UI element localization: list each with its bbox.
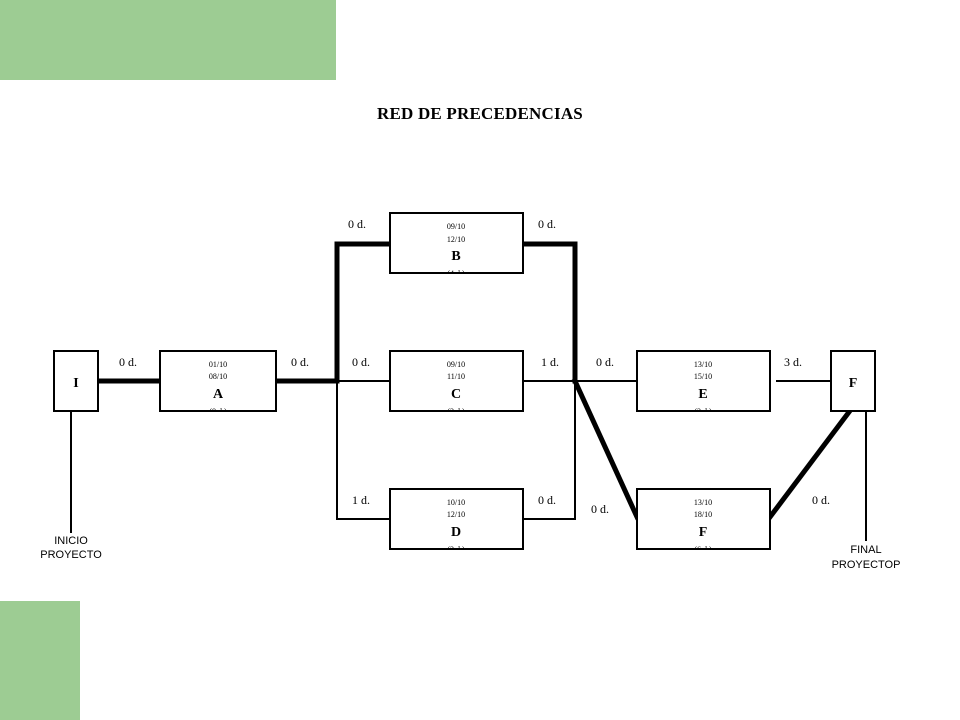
slack-label-e-in: 0 d. [596, 355, 614, 369]
slack-label-d-in: 1 d. [352, 493, 370, 507]
end-node-label: F [849, 376, 858, 391]
activity-d-start-date: 10/10 [447, 498, 465, 507]
activity-e-end-date: 15/10 [694, 372, 712, 381]
slack-label-f-out: 0 d. [812, 493, 830, 507]
activity-a-duration: (8 d.) [209, 407, 227, 416]
edge-merge-f [571, 377, 641, 521]
edge-a-d [336, 381, 390, 520]
activity-c-box [389, 350, 524, 412]
start-node-label: I [73, 376, 78, 391]
start-note-line1: INICIO [54, 535, 88, 547]
activity-d: 10/10 12/10 D (3 d.) [389, 488, 524, 554]
activity-a-name: A [213, 387, 224, 402]
activity-c-name: C [451, 387, 461, 402]
edge-f-end [766, 408, 853, 521]
activity-a-start-date: 01/10 [209, 360, 227, 369]
activity-d-end-date: 12/10 [447, 510, 465, 519]
activity-b-box [389, 212, 524, 274]
slack-label-b-in: 0 d. [348, 217, 366, 231]
diagram-title: RED DE PRECEDENCIAS [377, 104, 583, 123]
activity-b-duration: (4 d.) [447, 269, 465, 278]
slack-label-c-in: 0 d. [352, 355, 370, 369]
activity-a-end-date: 08/10 [209, 372, 227, 381]
end-note-line1: FINAL [850, 544, 881, 556]
activity-c-end-date: 11/10 [447, 372, 465, 381]
activity-d-box [389, 488, 524, 550]
activity-b-end-date: 12/10 [447, 235, 465, 244]
connectors-critical [95, 241, 853, 521]
connectors-normal [70, 380, 867, 541]
activity-c-start-date: 09/10 [447, 360, 465, 369]
slack-label-a-out: 0 d. [291, 355, 309, 369]
activity-f-box [636, 488, 771, 550]
edge-b-merge [520, 241, 578, 384]
slack-label-f-in: 0 d. [591, 502, 609, 516]
activity-f-duration: (6 d.) [694, 545, 712, 554]
slack-label-i-a: 0 d. [119, 355, 137, 369]
slack-label-e-out: 3 d. [784, 355, 802, 369]
activity-f-name: F [699, 525, 708, 540]
start-note-line2: PROYECTO [40, 549, 102, 561]
activity-e-name: E [698, 387, 707, 402]
edge-a-b [334, 241, 393, 384]
activity-c: 09/10 11/10 C (3 d.) [389, 350, 524, 416]
activity-d-name: D [451, 525, 461, 540]
slack-label-b-out: 0 d. [538, 217, 556, 231]
activity-e-box [636, 350, 771, 412]
activity-f-start-date: 13/10 [694, 498, 712, 507]
slack-label-c-out: 1 d. [541, 355, 559, 369]
decorative-band-top [0, 0, 336, 80]
activity-f: 13/10 18/10 F (6 d.) [636, 488, 771, 554]
activity-d-duration: (3 d.) [447, 545, 465, 554]
edge-d-merge [523, 381, 576, 520]
end-note-line2: PROYECTOP [832, 559, 901, 571]
activity-b: 09/10 12/10 B (4 d.) [389, 212, 524, 278]
activity-e-start-date: 13/10 [694, 360, 712, 369]
start-node [53, 350, 99, 412]
slack-label-d-out: 0 d. [538, 493, 556, 507]
activity-a-box [159, 350, 277, 412]
activity-e: 13/10 15/10 E (3 d.) [636, 350, 771, 416]
activity-a: 01/10 08/10 A (8 d.) [159, 350, 277, 416]
activity-f-end-date: 18/10 [694, 510, 712, 519]
activity-c-duration: (3 d.) [447, 407, 465, 416]
activity-e-duration: (3 d.) [694, 407, 712, 416]
end-node [830, 350, 876, 412]
decorative-band-bottom [0, 601, 80, 720]
activity-b-name: B [451, 249, 460, 264]
activity-b-start-date: 09/10 [447, 222, 465, 231]
